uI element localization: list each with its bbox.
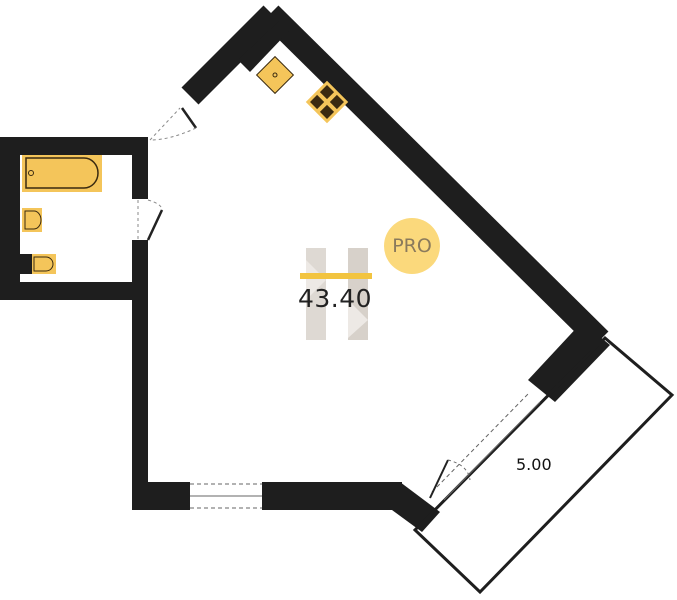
bathtub-icon <box>22 155 102 192</box>
bathroom-sink-icon <box>22 208 42 232</box>
walls <box>0 5 610 532</box>
balcony-outline <box>412 335 675 595</box>
bathroom-door <box>137 199 164 241</box>
kitchen-sink-icon <box>255 55 295 95</box>
balcony-door <box>429 391 541 501</box>
toilet-icon <box>20 254 56 274</box>
pro-badge: PRO <box>384 218 440 274</box>
stove-icon <box>305 80 349 124</box>
window-bottom <box>190 483 262 509</box>
balcony-area-label: 5.00 <box>516 455 552 474</box>
entrance-door <box>149 107 198 141</box>
logo-bar <box>300 273 372 279</box>
logo-watermark <box>306 248 368 340</box>
total-area-label: 43.40 <box>298 284 373 313</box>
